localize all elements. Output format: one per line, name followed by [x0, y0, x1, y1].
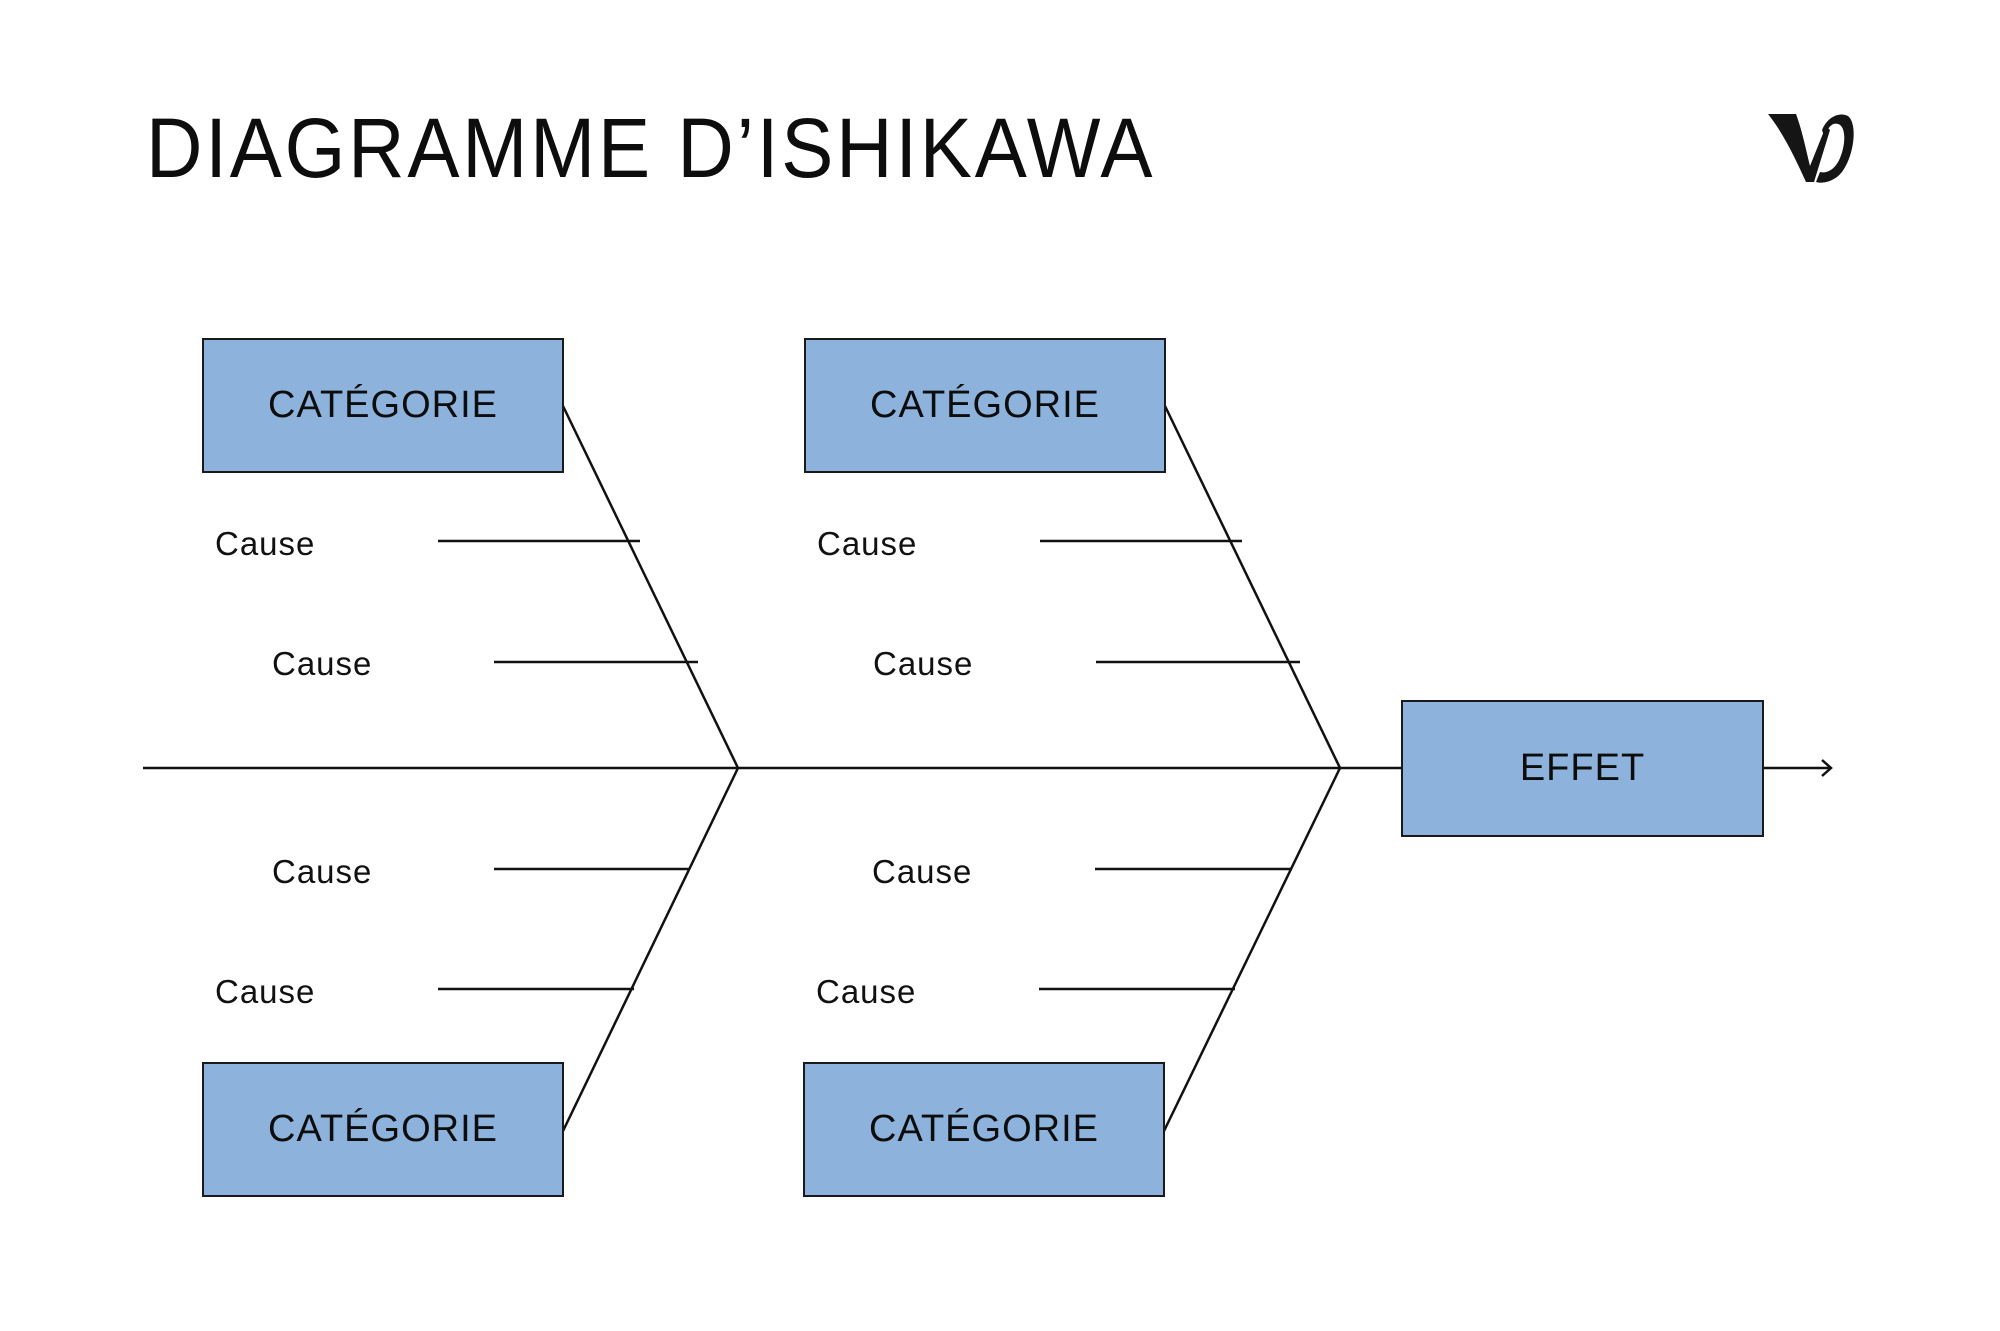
effect-box[interactable]: EFFET [1401, 700, 1764, 837]
bone-top-right [1163, 405, 1342, 769]
cause-label[interactable]: Cause [272, 853, 373, 890]
category-box-bottom-left[interactable]: CATÉGORIE [202, 1062, 564, 1197]
bone-bottom-right [1162, 767, 1342, 1132]
cause-label[interactable]: Cause [817, 525, 918, 562]
bone-bottom-left [561, 767, 740, 1132]
arrowhead-icon [1821, 759, 1833, 777]
category-box-top-right[interactable]: CATÉGORIE [804, 338, 1166, 473]
category-box-bottom-right[interactable]: CATÉGORIE [803, 1062, 1165, 1197]
page-title: DIAGRAMME D’ISHIKAWA [146, 101, 1156, 195]
cause-label[interactable]: Cause [872, 853, 973, 890]
cause-label[interactable]: Cause [816, 973, 917, 1010]
brand-w-logo-icon [1768, 114, 1854, 183]
category-label: CATÉGORIE [268, 384, 498, 426]
cause-label[interactable]: Cause [873, 645, 974, 682]
category-label: CATÉGORIE [870, 384, 1100, 426]
category-box-top-left[interactable]: CATÉGORIE [202, 338, 564, 473]
category-label: CATÉGORIE [268, 1108, 498, 1150]
bone-top-left [561, 405, 740, 769]
category-label: CATÉGORIE [869, 1108, 1099, 1150]
cause-label[interactable]: Cause [272, 645, 373, 682]
cause-label[interactable]: Cause [215, 525, 316, 562]
cause-label[interactable]: Cause [215, 973, 316, 1010]
effect-label: EFFET [1519, 747, 1646, 789]
